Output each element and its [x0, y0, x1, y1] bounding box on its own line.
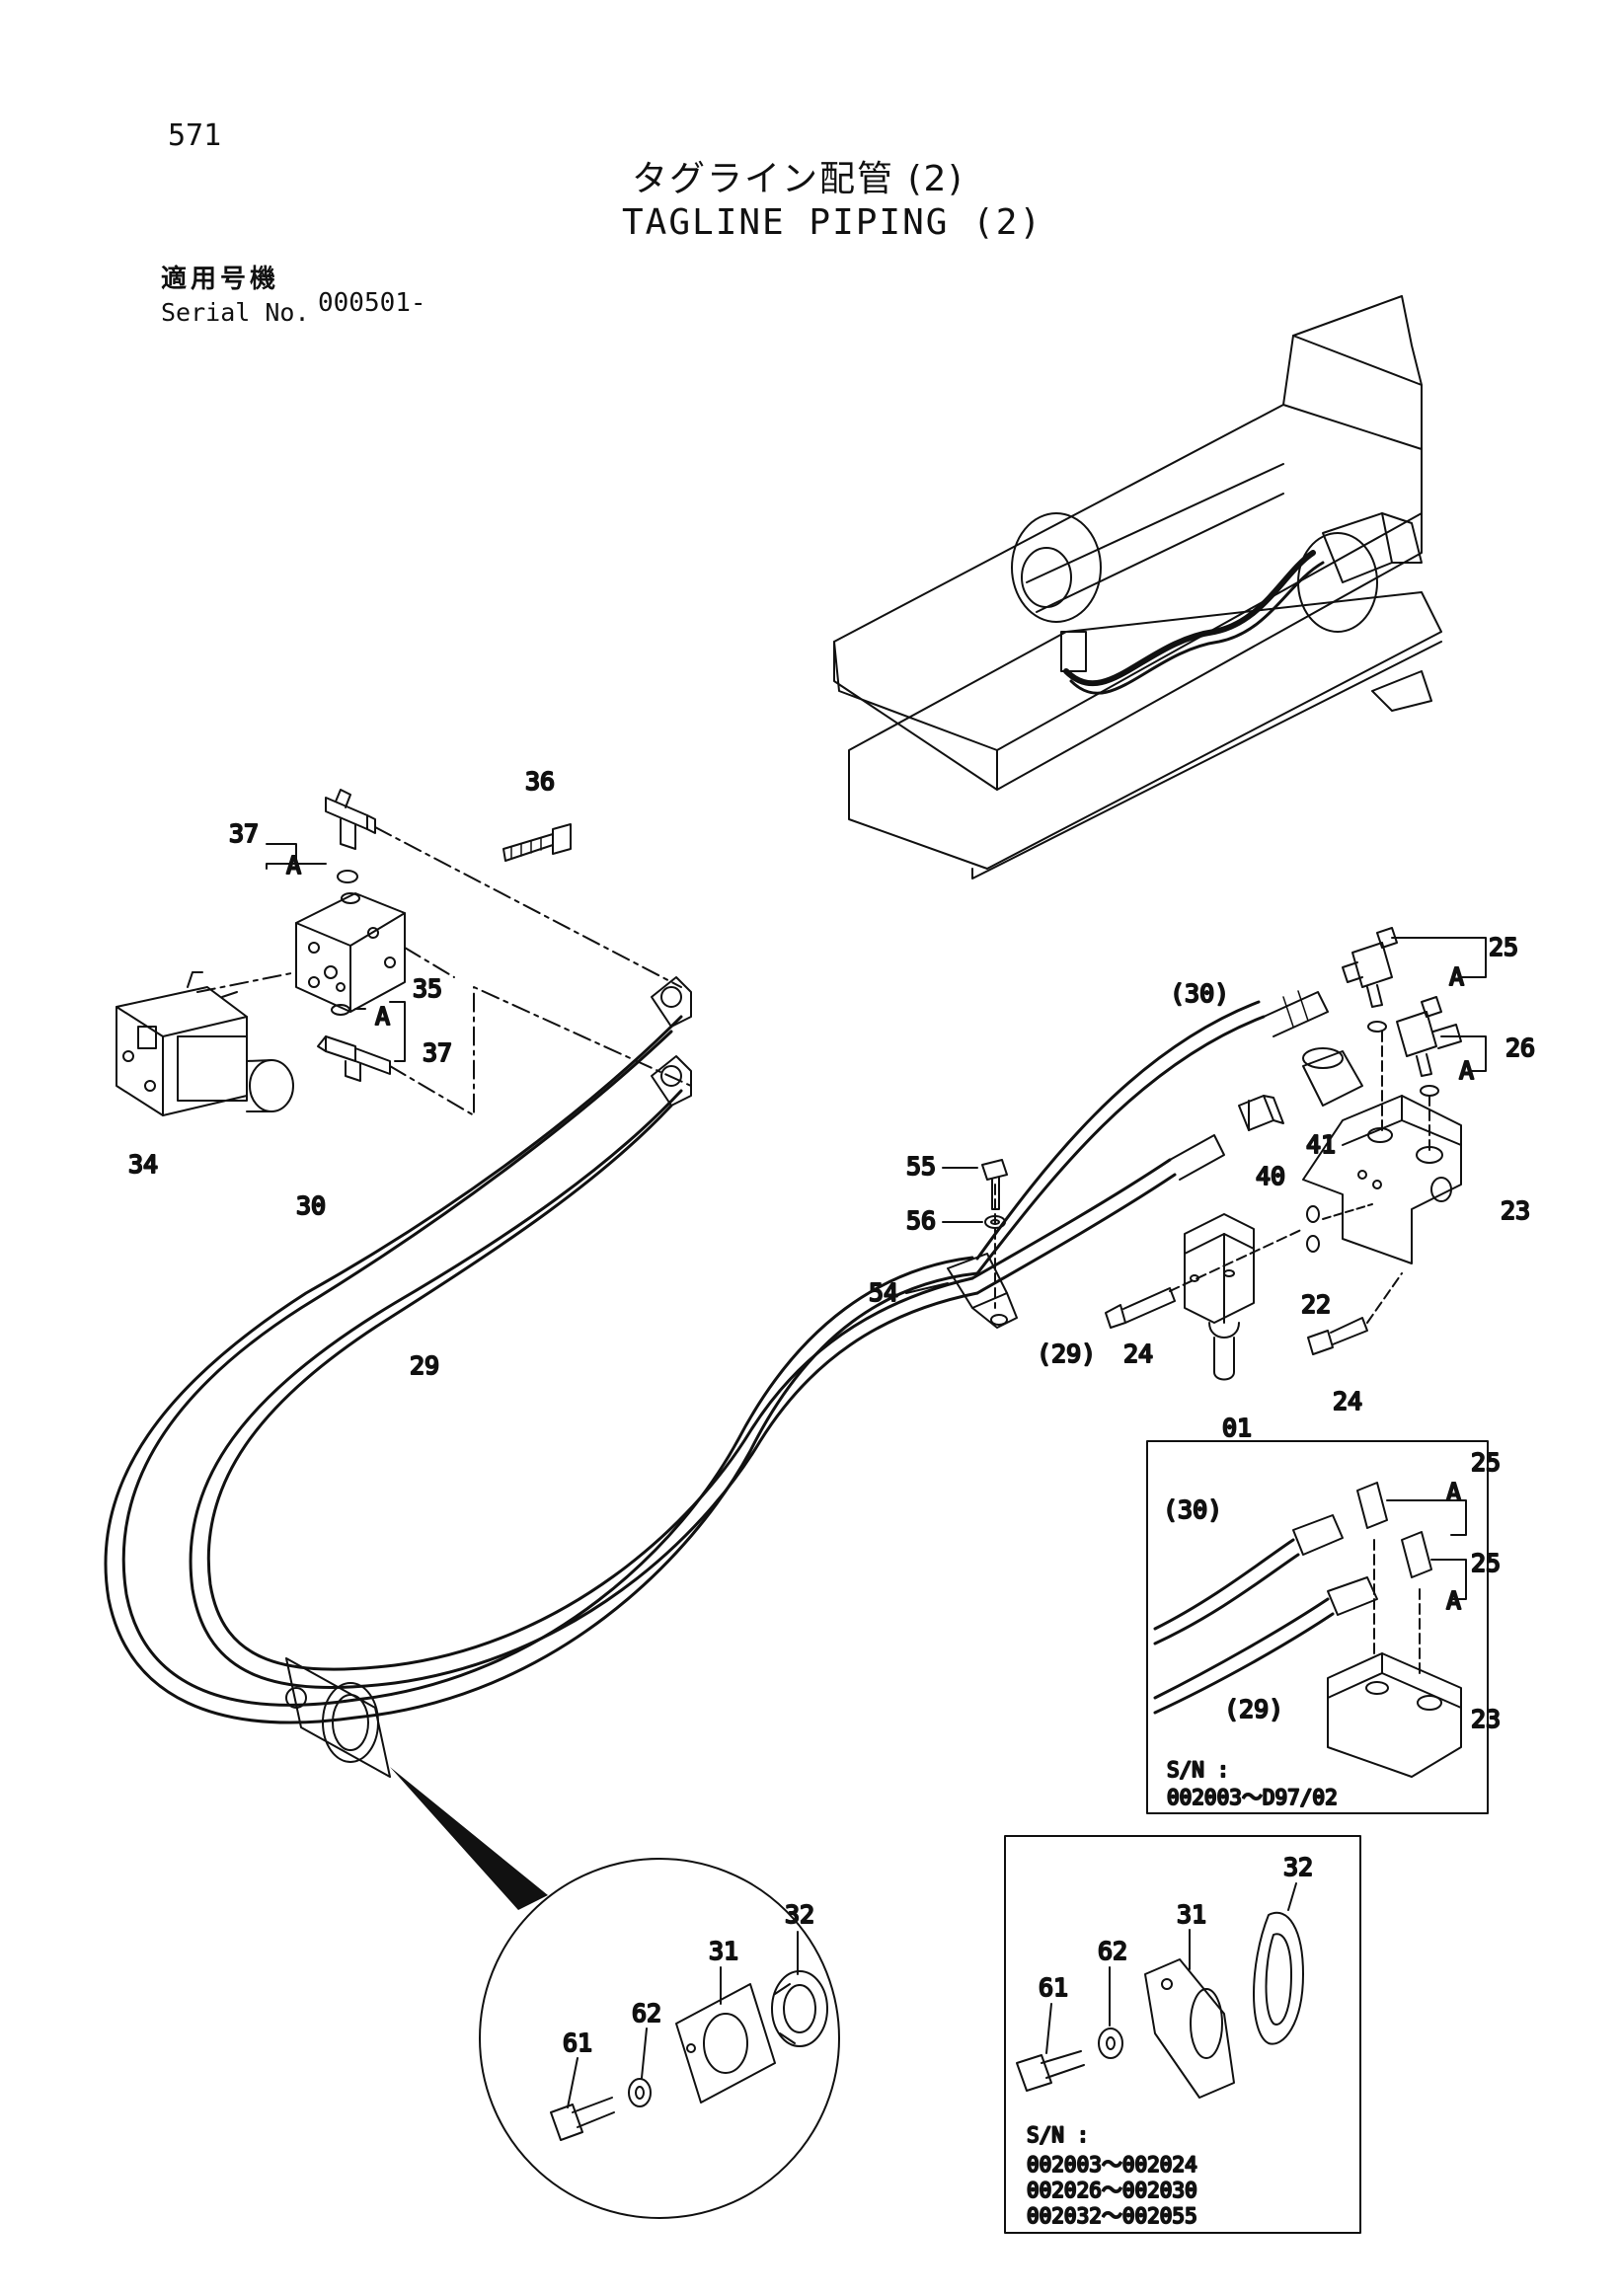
label-A-4: A	[1459, 1056, 1474, 1085]
serial-label-japanese: 適用号機	[161, 265, 280, 294]
label-25: 25	[1489, 933, 1518, 961]
adapter-40	[1238, 1095, 1284, 1131]
label-24-right: 24	[1333, 1387, 1362, 1416]
hose-29-upper-end	[970, 1134, 1225, 1295]
label-41: 41	[1306, 1130, 1336, 1159]
label-62-circle: 62	[632, 1999, 661, 2028]
inset1-label-29: (29)	[1224, 1695, 1283, 1723]
bolt-24-right	[1307, 1317, 1368, 1355]
label-56: 56	[906, 1206, 936, 1235]
label-29: 29	[410, 1351, 439, 1380]
inset-box-2	[1004, 1835, 1361, 2234]
label-A-2: A	[375, 1002, 390, 1031]
inset1-label-A-upper: A	[1446, 1478, 1461, 1506]
label-30: 30	[296, 1191, 326, 1220]
grommet-plate	[285, 1657, 391, 1778]
label-22: 22	[1301, 1290, 1331, 1319]
tee-fitting-26	[1396, 996, 1462, 1097]
plug-41	[1302, 1047, 1363, 1107]
inset2-sn-range-2: 002026～002030	[1027, 2179, 1197, 2202]
bolt-36	[502, 823, 572, 862]
manifold-block-23	[1302, 1095, 1462, 1264]
title-english: TAGLINE PIPING (2)	[622, 202, 1043, 243]
valve-block-35	[295, 892, 406, 1013]
serial-label-english: Serial No.	[161, 298, 310, 327]
label-37-lower: 37	[423, 1038, 452, 1067]
tee-fitting-25	[1342, 927, 1398, 1033]
hose-30-upper-end	[975, 990, 1329, 1275]
label-29-ref: (29)	[1037, 1339, 1096, 1368]
bolt-24-left	[1105, 1287, 1176, 1329]
clamp-54	[947, 1253, 1018, 1329]
inset2-label-32: 32	[1283, 1853, 1313, 1881]
label-54: 54	[869, 1278, 898, 1307]
page-number: 571	[168, 118, 222, 153]
inset2-sn-range-1: 002003～002024	[1027, 2153, 1197, 2177]
label-37-upper: 37	[229, 819, 259, 848]
hose-30-main	[104, 1015, 979, 1724]
inset2-label-61: 61	[1039, 1973, 1068, 2002]
tee-fitting-37-upper	[325, 789, 376, 883]
label-55: 55	[906, 1152, 936, 1181]
orings-22	[1306, 1203, 1373, 1253]
inset2-sn-range-3: 002032～002055	[1027, 2204, 1197, 2228]
inset2-label-31: 31	[1177, 1900, 1206, 1929]
label-A-3: A	[1449, 962, 1464, 991]
label-30-ref: (30)	[1170, 979, 1229, 1008]
inset1-label-25-upper: 25	[1471, 1448, 1501, 1477]
inset1-label-A-lower: A	[1446, 1586, 1461, 1615]
label-31-circle: 31	[709, 1937, 738, 1965]
label-36: 36	[525, 767, 555, 796]
label-32-circle: 32	[785, 1900, 814, 1929]
label-26: 26	[1505, 1033, 1535, 1062]
serial-number-value: 000501-	[318, 288, 426, 318]
check-valve-01	[1184, 1213, 1255, 1381]
solenoid-valve-34	[116, 971, 294, 1116]
inset1-sn-label: S/N :	[1167, 1758, 1229, 1782]
label-A-1: A	[286, 851, 301, 880]
inset-box-1	[1146, 1440, 1489, 1814]
inset1-label-23: 23	[1471, 1705, 1501, 1733]
title-japanese: タグライン配管 (2)	[632, 159, 964, 199]
inset1-sn-range: 002003～D97/02	[1167, 1786, 1338, 1809]
label-23: 23	[1501, 1196, 1530, 1225]
inset2-label-62: 62	[1098, 1937, 1127, 1965]
label-40: 40	[1256, 1162, 1285, 1190]
label-01: 01	[1222, 1414, 1252, 1442]
detail-circle	[479, 1858, 840, 2219]
label-61-circle: 61	[563, 2028, 592, 2057]
machine-overview-drawing	[833, 295, 1442, 880]
inset1-label-30: (30)	[1163, 1495, 1222, 1524]
inset1-label-25-lower: 25	[1471, 1549, 1501, 1577]
label-34: 34	[128, 1150, 158, 1179]
label-35: 35	[413, 974, 442, 1003]
tee-fitting-37-lower	[317, 1004, 391, 1082]
label-24-left: 24	[1123, 1339, 1153, 1368]
inset2-sn-label: S/N :	[1027, 2123, 1089, 2147]
hose-29-main	[189, 1089, 979, 1689]
